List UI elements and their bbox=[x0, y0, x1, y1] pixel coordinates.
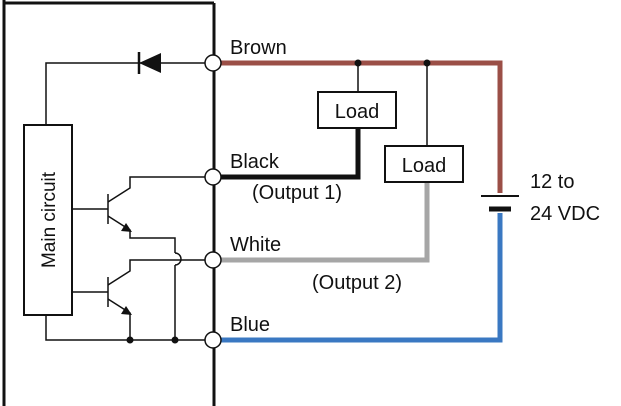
junction-dot bbox=[423, 59, 431, 67]
load-1-label: Load bbox=[335, 101, 380, 123]
load-2: Load bbox=[384, 145, 464, 183]
load-2-label: Load bbox=[402, 155, 447, 177]
brown-label: Brown bbox=[230, 37, 287, 59]
diode-icon bbox=[137, 52, 161, 74]
junction-dot bbox=[171, 336, 179, 344]
junction-dot bbox=[354, 59, 362, 67]
white-wire bbox=[221, 182, 430, 263]
black-label: Black bbox=[230, 151, 280, 173]
blue-label: Blue bbox=[230, 314, 270, 336]
terminal-black bbox=[204, 168, 222, 186]
diode-path bbox=[45, 62, 205, 125]
internal-wiring bbox=[45, 176, 205, 341]
brown-wire bbox=[221, 60, 503, 193]
supply-voltage-line2: 24 VDC bbox=[530, 203, 600, 225]
terminal-brown bbox=[204, 54, 222, 72]
junction-dot bbox=[126, 336, 134, 344]
black-wire bbox=[221, 128, 361, 180]
supply-voltage-line1: 12 to bbox=[530, 171, 574, 193]
output-2-label: (Output 2) bbox=[312, 272, 402, 294]
emitter-arrow-1 bbox=[121, 223, 132, 232]
main-circuit-block: Main circuit bbox=[23, 124, 73, 316]
output-1-label: (Output 1) bbox=[252, 182, 342, 204]
emitter-arrow-2 bbox=[121, 306, 132, 315]
terminal-blue bbox=[204, 331, 222, 349]
white-label: White bbox=[230, 234, 281, 256]
terminal-white bbox=[204, 251, 222, 269]
main-circuit-label: Main circuit bbox=[39, 171, 60, 268]
load-1: Load bbox=[317, 91, 397, 129]
blue-wire bbox=[221, 213, 503, 343]
